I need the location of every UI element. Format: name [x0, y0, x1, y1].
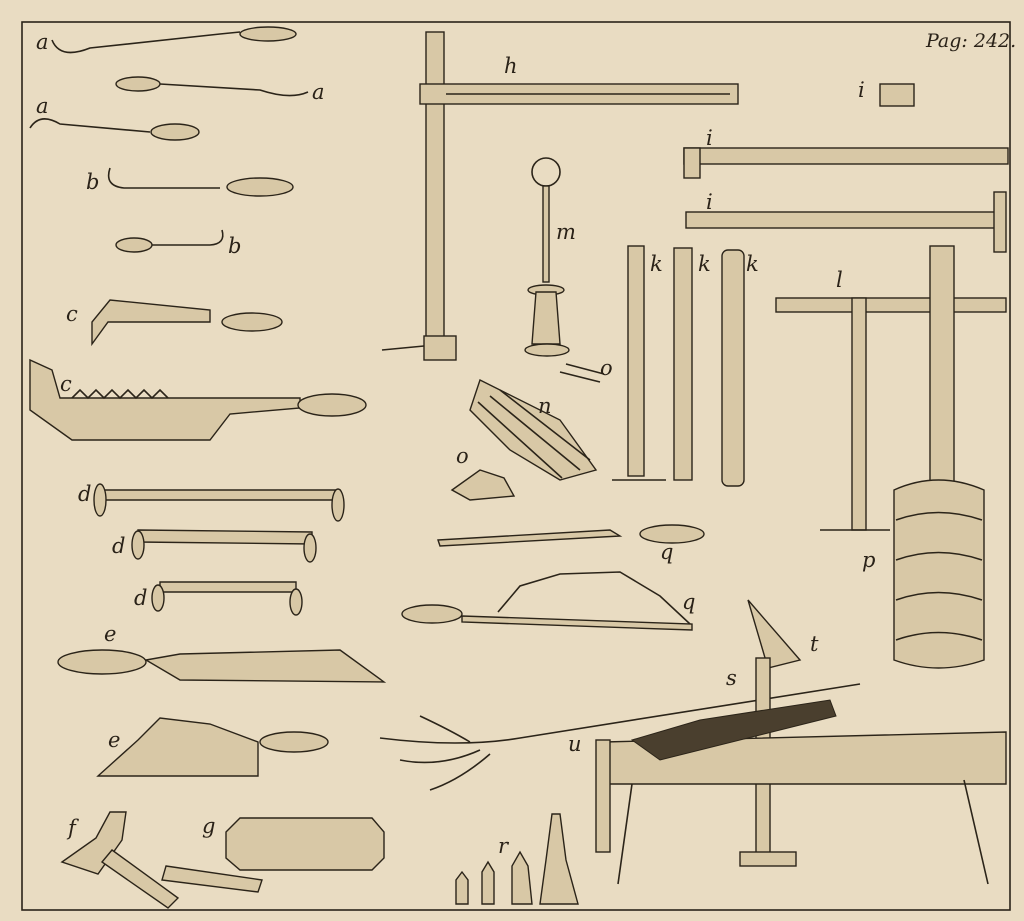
- label-k-1: k: [650, 252, 663, 276]
- tool-e-blade-1: [57, 649, 387, 683]
- tool-a-knife-1: [51, 26, 297, 54]
- label-n: n: [538, 394, 552, 418]
- tool-c-scraper-2: [29, 358, 367, 441]
- label-c-2: c: [60, 372, 72, 396]
- label-r: r: [498, 834, 509, 858]
- tool-b-hook-2: [115, 229, 224, 253]
- tool-p-drum: [893, 245, 985, 669]
- label-a-3: a: [36, 94, 49, 118]
- tool-u-post: [595, 739, 611, 853]
- label-c-1: c: [66, 302, 78, 326]
- label-q-2: q: [682, 590, 696, 614]
- tool-n-straw-bundle: [469, 379, 598, 481]
- tool-k-stake-2: [673, 247, 693, 481]
- label-a-2: a: [312, 80, 325, 104]
- label-e-1: e: [104, 622, 117, 646]
- grafted-branch: [379, 683, 861, 791]
- label-i-1: i: [858, 78, 865, 102]
- tool-d-drawknife-3: [151, 581, 303, 616]
- label-b-1: b: [86, 170, 100, 194]
- label-k-3: k: [746, 252, 759, 276]
- tool-m-candlestick: [524, 157, 570, 357]
- tool-k-stake-3: [721, 249, 745, 487]
- label-o-2: o: [456, 444, 469, 468]
- label-d-2: d: [112, 534, 126, 558]
- label-l: l: [836, 268, 843, 292]
- label-e-2: e: [108, 728, 121, 752]
- tool-i-rule-1: [683, 147, 1009, 179]
- plate-border: [21, 21, 1011, 911]
- label-g: g: [202, 814, 216, 838]
- tool-h-gauge: [381, 31, 739, 361]
- tool-q-saw-2: [401, 571, 693, 631]
- tool-a-knife-3: [29, 118, 200, 141]
- label-i-3: i: [706, 190, 713, 214]
- label-q-1: q: [660, 540, 674, 564]
- label-d-1: d: [78, 482, 92, 506]
- tool-b-hook-1: [107, 167, 294, 197]
- tool-c-scraper-1: [91, 299, 283, 347]
- tool-d-drawknife-1: [93, 483, 345, 522]
- page-number: Pag: 242.: [926, 30, 1017, 52]
- tool-o-moss: [450, 363, 605, 501]
- tool-q-saw-1: [437, 524, 705, 547]
- tool-k-stake-1: [612, 245, 666, 481]
- tool-a-knife-2: [115, 76, 309, 97]
- label-a-1: a: [36, 30, 49, 54]
- label-u: u: [568, 732, 582, 756]
- label-d-3: d: [134, 586, 148, 610]
- label-b-2: b: [228, 234, 242, 258]
- tool-t-bench: [603, 599, 1007, 885]
- label-f: f: [68, 816, 76, 840]
- tool-i-rule-2: [685, 191, 1007, 253]
- label-m: m: [556, 220, 576, 244]
- label-t: t: [810, 632, 819, 656]
- tool-i-block: [879, 83, 915, 107]
- label-s: s: [726, 666, 737, 690]
- tool-f-mallet: [60, 811, 180, 909]
- label-p: p: [862, 548, 876, 572]
- label-o-1: o: [600, 356, 613, 380]
- tool-g-whetstone: [161, 817, 385, 893]
- tool-e-hatchet-2: [96, 717, 329, 777]
- label-i-2: i: [706, 126, 713, 150]
- label-h: h: [504, 54, 518, 78]
- tool-r-chisels: [455, 813, 579, 905]
- tool-d-drawknife-2: [131, 529, 317, 563]
- label-k-2: k: [698, 252, 711, 276]
